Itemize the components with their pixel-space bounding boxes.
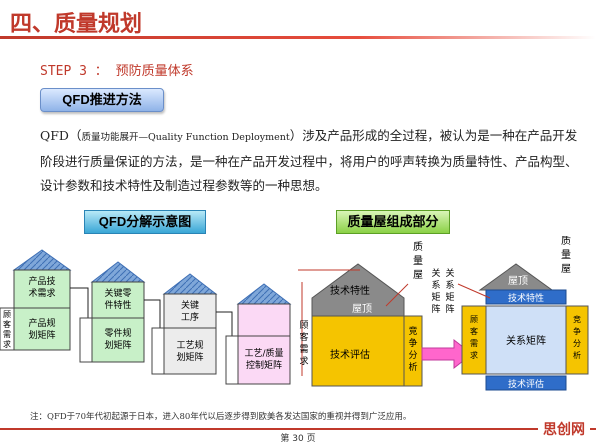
svg-text:析: 析 [573,350,581,360]
house-of-quality-diagram: 技术特性 屋顶 技术评估 竞 争 分 析 顾 客 需 求 质 量 屋 关 系 矩… [298,236,589,391]
house-parts-label: 质量屋组成部分 [336,210,450,234]
svg-text:工艺规: 工艺规 [176,340,203,351]
title-divider [0,36,596,39]
svg-text:析: 析 [408,361,417,373]
svg-text:分: 分 [408,350,417,361]
decomposition-label: QFD分解示意图 [84,210,206,234]
qfd-decomposition-diagram: 产品技 术需求 产品规 划矩阵 顾 客 需 求 关键零 件特性 零件规 划矩阵 … [0,249,292,385]
svg-text:顾: 顾 [3,310,11,319]
svg-text:产品规: 产品规 [28,317,55,329]
step-heading: STEP 3 ： 预防质量体系 [40,64,194,79]
svg-text:工艺/质量: 工艺/质量 [244,347,283,359]
svg-text:客: 客 [299,331,308,343]
svg-text:质: 质 [413,241,423,253]
svg-text:量: 量 [413,255,423,267]
svg-text:需: 需 [470,339,478,348]
house-left: 技术特性 屋顶 技术评估 竞 争 分 析 顾 客 需 求 质 量 屋 关 系 矩… [298,241,441,387]
svg-text:技术评估: 技术评估 [508,378,544,390]
svg-text:关键: 关键 [181,299,199,311]
house-3: 关键 工序 工艺规 划矩阵 [151,273,218,375]
house-right: 屋顶 技术特性 顾 客 需 求 关系矩阵 竞 争 分 析 技术评估 质 量 屋 … [445,236,589,391]
h1-top-line2: 术需求 [28,287,55,299]
svg-text:关系矩阵: 关系矩阵 [506,334,546,347]
svg-text:阵: 阵 [445,303,454,315]
svg-text:划矩阵: 划矩阵 [104,339,131,351]
svg-text:控制矩阵: 控制矩阵 [246,359,282,371]
qfd-method-label: QFD推进方法 [40,88,164,112]
svg-text:分: 分 [573,339,581,348]
svg-text:系: 系 [445,280,454,291]
svg-text:件特性: 件特性 [104,299,131,311]
qfd-paragraph: QFD（质量功能展开—Quality Function Deployment）涉… [40,124,580,198]
svg-text:屋顶: 屋顶 [508,275,528,287]
svg-text:关键零: 关键零 [104,287,131,299]
svg-text:需: 需 [299,344,308,355]
svg-text:技术评估: 技术评估 [330,348,370,361]
svg-text:顾: 顾 [470,315,478,324]
house-1: 产品技 术需求 产品规 划矩阵 顾 客 需 求 [0,249,72,351]
svg-text:关: 关 [445,267,454,279]
svg-text:技术特性: 技术特性 [508,292,544,304]
svg-text:争: 争 [408,337,417,349]
svg-text:需: 需 [3,330,11,339]
svg-text:矩: 矩 [445,291,454,303]
svg-text:客: 客 [470,326,478,336]
svg-text:质: 质 [561,236,571,247]
para-rest: ）涉及产品形成的全过程，被认为是一种在产品开发阶段进行质量保证的方法，是一种在产… [40,128,578,193]
svg-text:争: 争 [573,326,581,336]
footer-divider [0,428,596,430]
h1-top-line1: 产品技 [28,275,55,287]
svg-text:屋: 屋 [413,269,423,281]
house-2: 关键零 件特性 零件规 划矩阵 [79,261,146,363]
page-title: 四、质量规划 [10,12,143,37]
svg-text:零件规: 零件规 [104,327,131,339]
svg-text:量: 量 [561,249,571,261]
svg-text:工序: 工序 [181,311,199,323]
page-number: 第 30 页 [280,434,316,444]
svg-text:顾: 顾 [299,320,308,331]
para-small: 质量功能展开—Quality Function Deployment [81,132,290,143]
svg-text:划矩阵: 划矩阵 [176,351,203,363]
watermark-logo: 思创网 [538,416,590,444]
para-lead: QFD（ [40,128,82,143]
svg-text:求: 求 [3,339,11,349]
footnote: 注：QFD于70年代初起源于日本，进入80年代以后逐步得到欧美各发达国家的重视并… [30,412,412,422]
svg-text:矩: 矩 [431,291,440,303]
svg-text:系: 系 [431,280,440,291]
svg-text:屋: 屋 [561,263,571,275]
svg-text:屋顶: 屋顶 [352,303,372,315]
svg-text:竞: 竞 [408,325,417,337]
svg-text:竞: 竞 [573,314,581,324]
svg-text:求: 求 [470,350,478,360]
svg-text:客: 客 [3,319,11,329]
house-4: 工艺/质量 控制矩阵 [225,283,292,385]
tech-char-label: 技术特性 [330,284,370,297]
svg-text:关: 关 [431,267,440,279]
svg-text:求: 求 [299,355,308,367]
svg-text:阵: 阵 [431,303,440,315]
svg-text:划矩阵: 划矩阵 [28,329,55,341]
footer-bg [0,426,596,446]
